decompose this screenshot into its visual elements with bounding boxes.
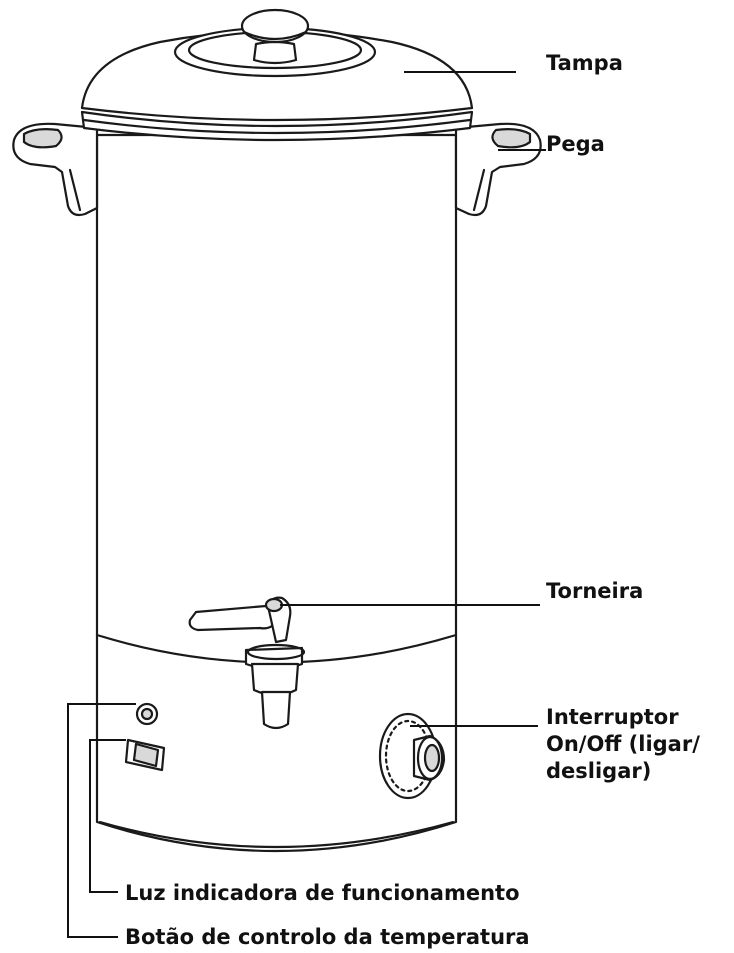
temperature-dial xyxy=(378,712,446,800)
indicator-light xyxy=(135,702,159,726)
lid-rim xyxy=(80,110,474,142)
label-botao-temperatura: Botão de controlo da temperatura xyxy=(125,925,530,949)
label-tampa: Tampa xyxy=(546,51,623,75)
leader-luz xyxy=(89,739,126,893)
urn-body xyxy=(95,133,458,853)
label-interruptor-line-2: On/Off (ligar/ xyxy=(546,732,700,756)
label-interruptor: Interruptor On/Off (ligar/ desligar) xyxy=(546,704,700,785)
tap xyxy=(188,596,306,730)
right-handle xyxy=(454,122,542,217)
urn-base-band-bottom xyxy=(98,820,455,849)
label-interruptor-line-3: desligar) xyxy=(546,759,652,783)
left-handle xyxy=(12,122,99,217)
lid-knob xyxy=(240,8,310,65)
label-torneira: Torneira xyxy=(546,579,644,603)
label-pega: Pega xyxy=(546,132,605,156)
label-interruptor-line-1: Interruptor xyxy=(546,705,679,729)
leader-botao xyxy=(67,703,136,938)
label-luz-indicadora: Luz indicadora de funcionamento xyxy=(125,881,520,905)
on-off-switch xyxy=(124,738,166,772)
